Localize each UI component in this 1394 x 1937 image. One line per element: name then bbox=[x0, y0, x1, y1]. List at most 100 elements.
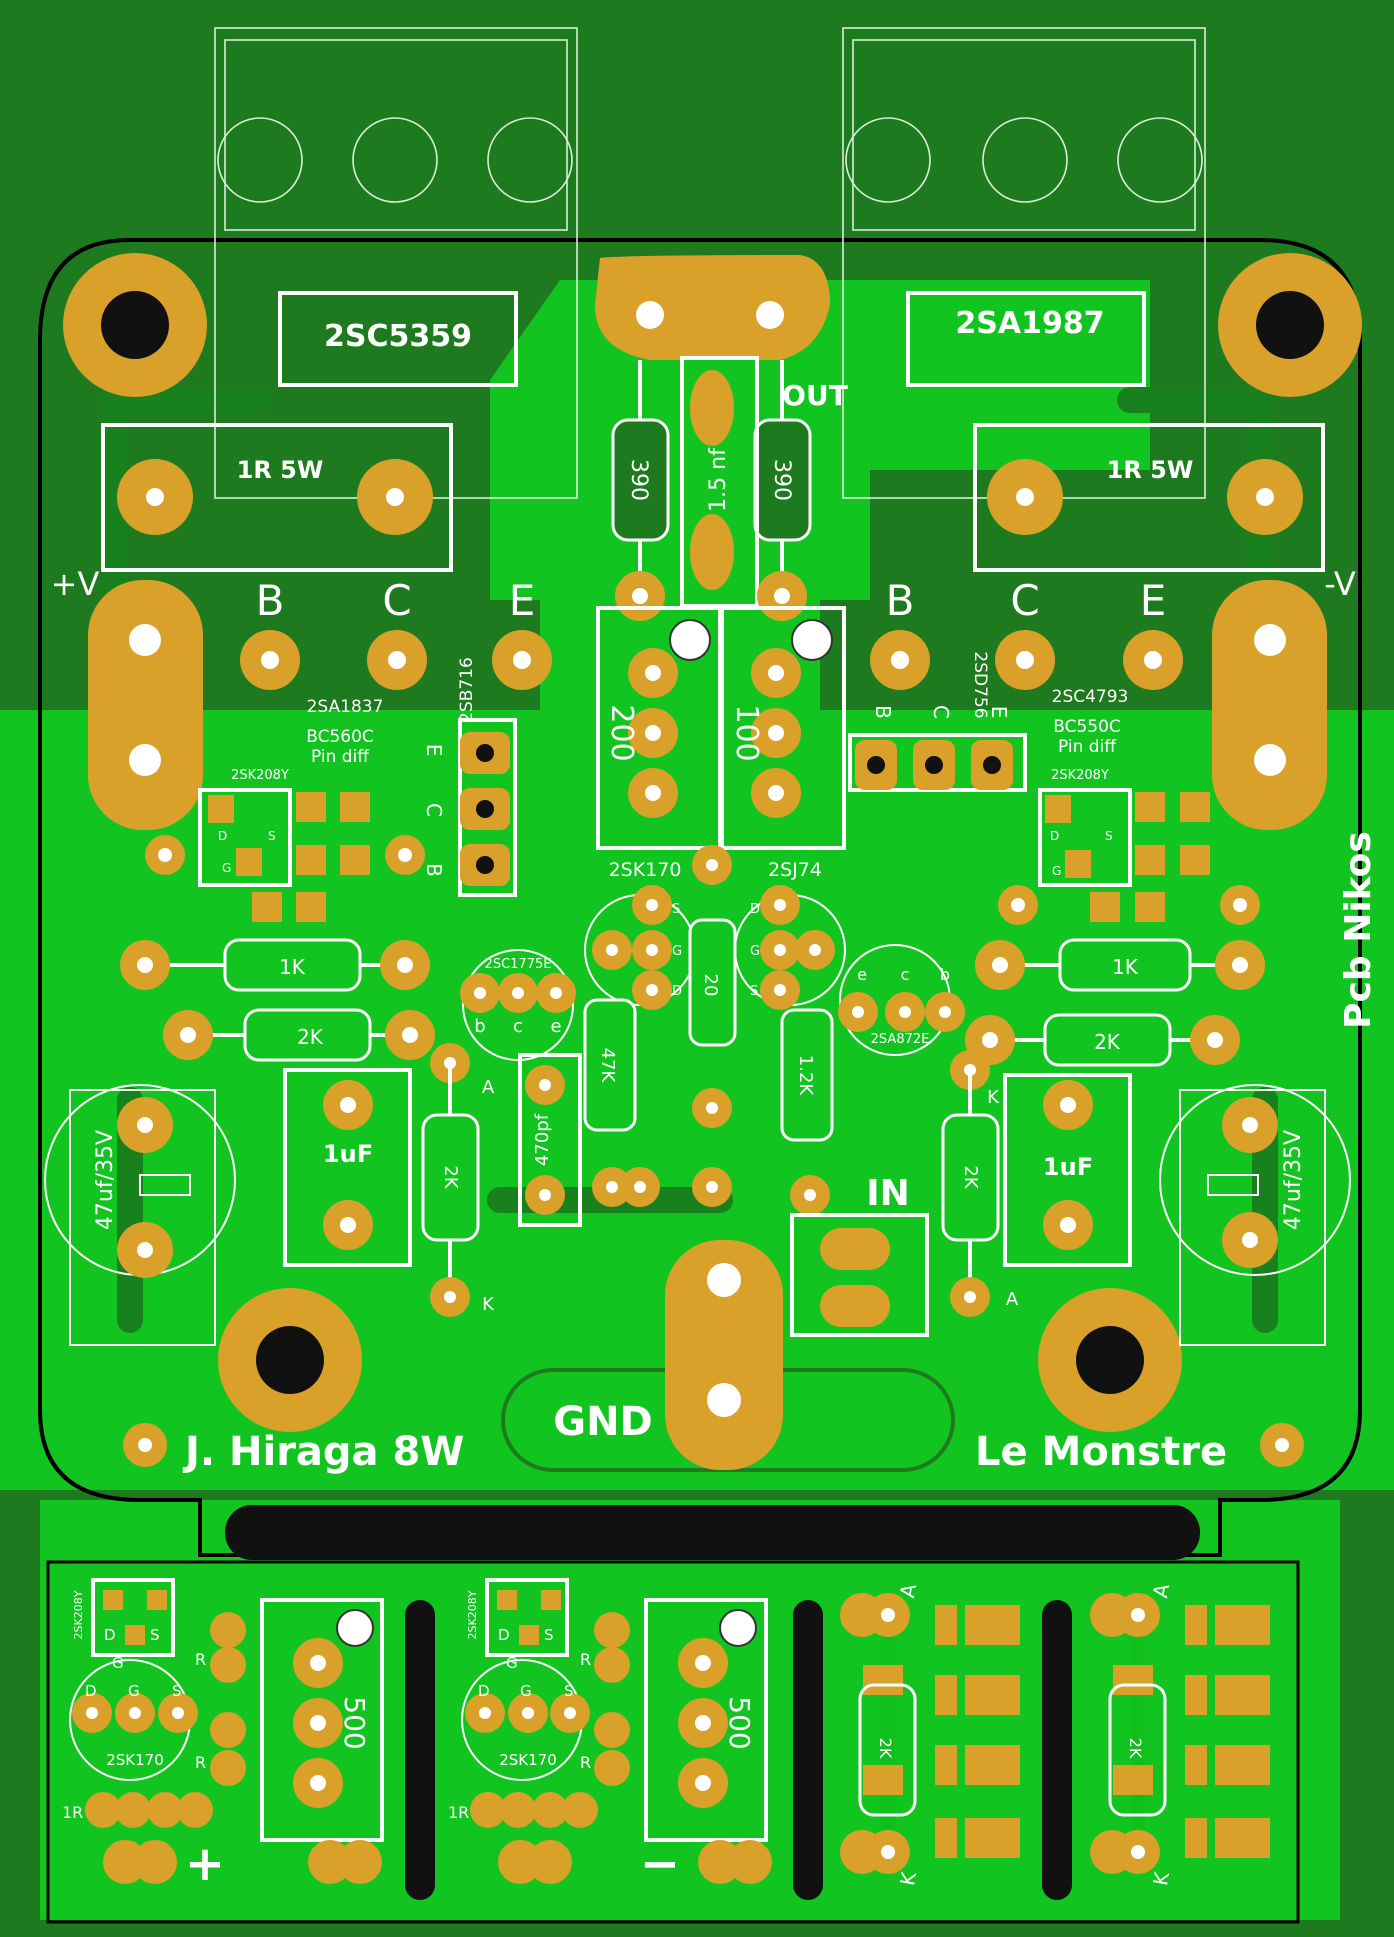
left-ccs-pin-g: G bbox=[222, 861, 231, 875]
right-driver-label: 2SC4793 bbox=[1052, 687, 1129, 707]
cap-470pf-pads bbox=[525, 1065, 565, 1215]
left-ccs-pin-s: S bbox=[268, 829, 276, 843]
resistor-2k-left bbox=[163, 1008, 435, 1062]
resistor-2k-vertical-right bbox=[941, 1050, 1000, 1317]
mounting-hole-bottom-left bbox=[218, 1288, 362, 1432]
led-right-pin-k: K bbox=[987, 1087, 1000, 1108]
module1-jfet-top-label: 2SK208Y bbox=[72, 1590, 85, 1639]
film-cap-right-label: 1uF bbox=[1043, 1153, 1093, 1181]
bottom-board-outline bbox=[46, 1560, 1300, 1924]
left-power-transistor-label: 2SC5359 bbox=[324, 319, 472, 354]
output-label: OUT bbox=[782, 379, 848, 412]
input-jfet-n-pads bbox=[592, 885, 672, 1010]
right-pin-b: B bbox=[886, 576, 915, 625]
left-bjt-pin-e: e bbox=[550, 1016, 561, 1037]
trimmer-100-label: 100 bbox=[729, 704, 764, 761]
left-ccs-pin-d: D bbox=[218, 829, 227, 843]
left-ccs-label: 2SK208Y bbox=[231, 768, 289, 783]
right-bjt-pin-e: e bbox=[857, 965, 867, 984]
module1-pin-r1: R bbox=[195, 1650, 206, 1669]
vbe-left-pin-b: B bbox=[422, 863, 446, 877]
resistor-1k2-label: 1.2K bbox=[795, 1055, 816, 1097]
board-outline bbox=[38, 238, 1362, 1557]
cap-470pf-outline bbox=[518, 1053, 582, 1227]
left-bce-pads bbox=[240, 630, 552, 690]
trimmer-100-pads bbox=[751, 648, 801, 818]
power-resistor-left bbox=[101, 423, 453, 572]
mounting-hole-top-right bbox=[1218, 253, 1362, 397]
right-bjt-label: 2SA872E bbox=[871, 1032, 930, 1047]
module3-resistor-label: 2K bbox=[876, 1738, 895, 1759]
right-bjt-pin-c: c bbox=[901, 965, 910, 984]
left-driver-label: 2SA1837 bbox=[307, 697, 384, 717]
led-module-right bbox=[1090, 1593, 1270, 1874]
input-label: IN bbox=[866, 1173, 910, 1214]
elec-cap-right bbox=[1159, 1084, 1351, 1346]
right-ccs-pin-s: S bbox=[1105, 829, 1113, 843]
bottom-slot-3 bbox=[1042, 1600, 1072, 1900]
right-vbe-label: 2SD756 bbox=[970, 651, 990, 718]
feedback-resistor-left: 390 bbox=[626, 459, 651, 501]
resistor-2k-right bbox=[965, 1013, 1240, 1067]
ground-label: GND bbox=[553, 1399, 653, 1445]
module1-pin-d: D bbox=[85, 1682, 97, 1700]
input-jfet-p-pin-d: D bbox=[750, 902, 760, 917]
module2-shunt-label: 1R bbox=[448, 1803, 469, 1822]
right-ccs-pads bbox=[998, 792, 1260, 925]
left-pin-b: B bbox=[256, 576, 285, 625]
resistor-1k-right-label: 1K bbox=[1112, 955, 1139, 979]
module1-polarity: + bbox=[185, 1836, 225, 1892]
transistor-box-right bbox=[906, 291, 1146, 387]
module1-pin-d-top: D bbox=[104, 1626, 116, 1644]
left-pin-c: C bbox=[382, 576, 411, 625]
mounting-hole-bottom-right bbox=[1038, 1288, 1182, 1432]
input-jfet-n-pin-d: D bbox=[672, 984, 682, 999]
designer-credit: J. Hiraga 8W bbox=[182, 1429, 464, 1475]
power-resistor-left-label: 1R 5W bbox=[237, 456, 324, 484]
right-bce-pads bbox=[870, 630, 1183, 690]
vbe-left-pin-e: E bbox=[422, 744, 446, 757]
module2-jfet-top-label: 2SK208Y bbox=[466, 1590, 479, 1639]
module1-pin-g-top: G bbox=[112, 1654, 124, 1672]
led-left-pin-a: A bbox=[482, 1077, 495, 1098]
resistor-47k-label: 47K bbox=[597, 1048, 618, 1084]
module1-pin-r2: R bbox=[195, 1753, 206, 1772]
input-jfet-p-pin-s: S bbox=[750, 984, 758, 999]
output-pad bbox=[595, 255, 830, 360]
left-ccs-pads bbox=[145, 792, 425, 922]
right-power-transistor-label: 2SA1987 bbox=[955, 306, 1104, 341]
right-ccs-pin-d: D bbox=[1050, 829, 1059, 843]
trimmer-100-box bbox=[720, 606, 846, 850]
vbe-left-pads bbox=[460, 732, 510, 886]
led-right-pin-a: A bbox=[1006, 1289, 1019, 1310]
power-resistor-right-label: 1R 5W bbox=[1107, 456, 1194, 484]
transistor-box-left bbox=[278, 291, 518, 387]
resistor-2k-vertical-right-label: 2K bbox=[960, 1165, 981, 1189]
resistor-2k-left-label: 2K bbox=[297, 1025, 324, 1049]
module1-shunt-label: 1R bbox=[62, 1803, 83, 1822]
resistor-1k-right bbox=[975, 938, 1265, 992]
module2-pin-d-top: D bbox=[498, 1626, 510, 1644]
input-jfet-p-pads bbox=[760, 885, 835, 1010]
input-connector-outline bbox=[790, 1213, 929, 1337]
left-bjt-pads bbox=[460, 973, 576, 1013]
module3-pin-k: K bbox=[895, 1869, 921, 1887]
supply-positive-terminal bbox=[88, 580, 203, 830]
left-bjt-label: 2SC1775E bbox=[485, 957, 552, 972]
module2-polarity: − bbox=[640, 1836, 680, 1892]
right-pin-c: C bbox=[1010, 576, 1039, 625]
cap-470pf-label: 470pf bbox=[532, 1113, 553, 1166]
module1-trimmer-label: 500 bbox=[338, 1696, 371, 1749]
right-ccs-label: 2SK208Y bbox=[1051, 768, 1109, 783]
module2-pin-g: G bbox=[520, 1682, 532, 1700]
module2-pin-r2: R bbox=[580, 1753, 591, 1772]
left-ccs-outline bbox=[198, 788, 292, 887]
vbe-left-pin-c: C bbox=[422, 803, 446, 817]
module4-pin-a: A bbox=[1148, 1582, 1174, 1600]
module2-pin-s: S bbox=[564, 1682, 574, 1700]
trimmer-200-pads bbox=[628, 648, 678, 818]
resistor-2k-vertical-left bbox=[421, 1043, 480, 1317]
resistor-1k-left-label: 1K bbox=[279, 955, 306, 979]
module4-pin-k: K bbox=[1148, 1869, 1174, 1887]
